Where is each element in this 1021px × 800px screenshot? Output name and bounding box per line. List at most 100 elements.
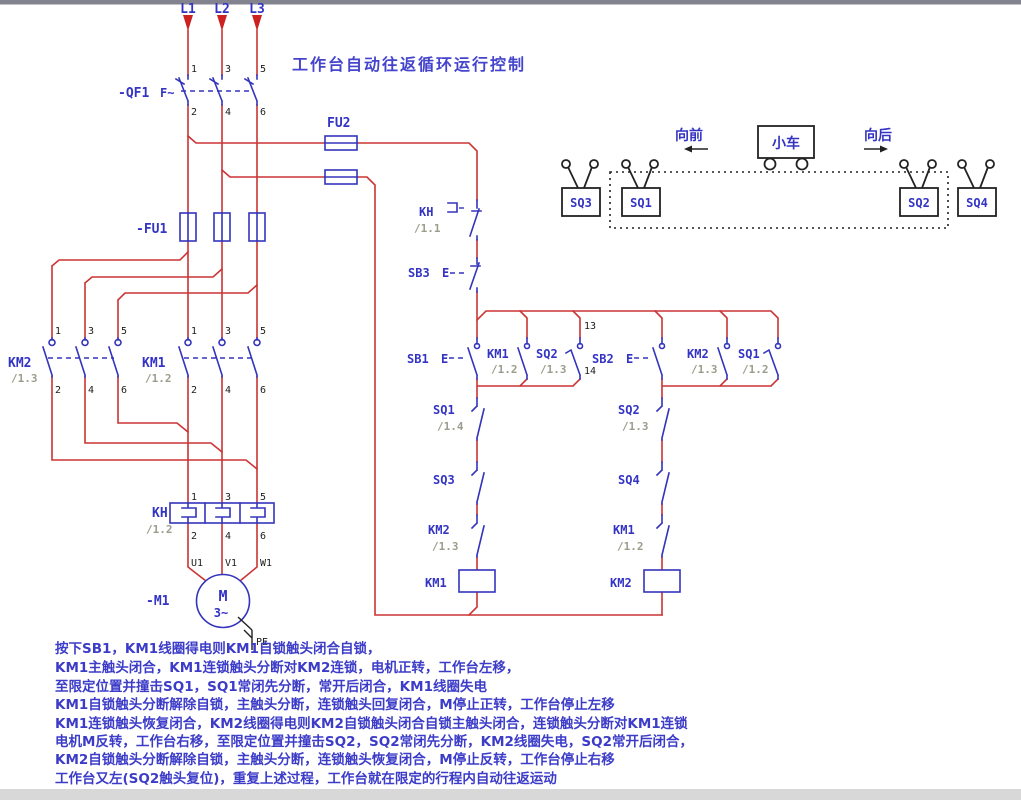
cart-label: 小车 bbox=[772, 135, 800, 152]
km2-aux-ref: /1.3 bbox=[691, 363, 718, 376]
terminal-number: 2 bbox=[55, 385, 61, 396]
limit-switch-sq3: SQ3 bbox=[561, 159, 601, 217]
description-line: 工作台又左(SQ2触头复位)，重复上述过程，工作台就在限定的行程内自动往返运动 bbox=[55, 770, 557, 787]
sq1-nc-ref: /1.4 bbox=[437, 420, 464, 433]
km1-interlock-contact: KM1 /1.2 bbox=[613, 514, 670, 558]
kh-main-ref: /1.2 bbox=[146, 523, 173, 536]
motor-tag: -M1 bbox=[146, 594, 170, 609]
fu1-fuses: -FU1 bbox=[136, 212, 266, 242]
sb1-start-button: SB1 E bbox=[407, 337, 481, 380]
terminal-number: 5 bbox=[260, 326, 266, 337]
qf1-breaker: -QF1 F~ 1 3 5 2 4 6 bbox=[118, 64, 266, 118]
sb2-start-button: SB2 E bbox=[592, 337, 666, 380]
sq1-aux-ref: /1.2 bbox=[742, 363, 769, 376]
terminal-number: 5 bbox=[260, 64, 266, 75]
terminal-number: 3 bbox=[225, 326, 231, 337]
sq2-no-contact: SQ2 /1.3 13 14 bbox=[536, 321, 596, 380]
sq1-aux-label: SQ1 bbox=[738, 347, 760, 361]
terminal-number: 5 bbox=[121, 326, 127, 337]
motor-terminal-w1: W1 bbox=[260, 558, 272, 569]
terminal-number: 3 bbox=[225, 64, 231, 75]
sb3-label: SB3 bbox=[408, 266, 430, 280]
phase-l3-arrow-icon bbox=[252, 15, 262, 31]
backward-label: 向后 bbox=[864, 127, 892, 144]
sq4-nc-contact: SQ4 bbox=[618, 461, 670, 505]
description-line: 电机M反转，工作台右移，至限定位置并撞击SQ2，SQ2常闭先分断，KM2线圈失电… bbox=[55, 733, 693, 750]
km2-main-label: KM2 bbox=[8, 356, 31, 371]
terminal-number: 6 bbox=[260, 531, 266, 542]
fu2-label: FU2 bbox=[327, 116, 350, 131]
description-line: KM2自锁触头分断解除自锁，主触头分断，连锁触头恢复闭合，M停止反转，工作台停止… bbox=[55, 751, 615, 768]
backward-arrow-icon bbox=[880, 145, 888, 153]
phase-l2-arrow-icon bbox=[217, 15, 227, 31]
km2-selfhold-contact: KM2 /1.3 bbox=[687, 337, 731, 380]
description-line: 按下SB1，KM1线圈得电则KM1自锁触头闭合自锁， bbox=[55, 640, 380, 657]
sq3-box-label: SQ3 bbox=[570, 196, 592, 210]
km2-main-ref: /1.3 bbox=[11, 372, 38, 385]
motor-letter: M bbox=[218, 587, 227, 605]
phase-l3-label: L3 bbox=[249, 2, 265, 17]
sq1-nc-contact: SQ1 /1.4 bbox=[433, 397, 485, 441]
description-line: KM1自锁触头分断解除自锁，主触头分断，连锁触头回复闭合，M停止正转，工作台停止… bbox=[55, 696, 615, 713]
cart-travel-diagram: 小车 向前 向后 SQ3 SQ1 SQ2 bbox=[561, 125, 997, 229]
operation-description: 按下SB1，KM1线圈得电则KM1自锁触头闭合自锁， KM1主触头闭合，KM1连… bbox=[55, 640, 693, 787]
sb3-stop-button: SB3 E bbox=[408, 257, 481, 293]
km2-main-contacts: KM2 /1.3 1 3 5 2 4 6 bbox=[8, 250, 259, 471]
km2-nc-ref: /1.3 bbox=[432, 540, 459, 553]
phase-l2-label: L2 bbox=[214, 2, 230, 17]
km2-aux-label: KM2 bbox=[687, 347, 709, 361]
phase-l1-label: L1 bbox=[180, 2, 196, 17]
terminal-number: 3 bbox=[88, 326, 94, 337]
sq2-terminal-13: 13 bbox=[584, 321, 596, 332]
sq1-box-label: SQ1 bbox=[630, 196, 652, 210]
sq4-nc-label: SQ4 bbox=[618, 473, 640, 487]
qf1-handle-icon: F~ bbox=[160, 86, 174, 100]
limit-switch-sq4: SQ4 bbox=[957, 159, 997, 217]
kh-overload-block: KH /1.2 1 3 5 2 4 6 bbox=[146, 492, 275, 542]
limit-switch-sq1: SQ1 bbox=[621, 159, 661, 217]
km1-main-label: KM1 bbox=[142, 356, 166, 371]
terminal-number: 2 bbox=[191, 385, 197, 396]
km1-main-ref: /1.2 bbox=[145, 372, 172, 385]
motor-terminal-u1: U1 bbox=[191, 558, 203, 569]
sb2-label: SB2 bbox=[592, 352, 614, 366]
sq2-terminal-14: 14 bbox=[584, 366, 596, 377]
cart-wheel bbox=[795, 157, 809, 171]
control-kh-label: KH bbox=[419, 205, 433, 219]
sq2-nc-label: SQ2 bbox=[618, 403, 640, 417]
limit-switch-sq2: SQ2 bbox=[899, 159, 939, 217]
km1-selfhold-contact: KM1 /1.2 bbox=[487, 337, 531, 380]
km1-aux-ref: /1.2 bbox=[491, 363, 518, 376]
control-kh-nc-contact: KH /1.1 bbox=[414, 199, 482, 241]
km1-nc-label: KM1 bbox=[613, 523, 635, 537]
km1-main-contacts: KM1 /1.2 1 3 5 2 4 6 bbox=[142, 326, 266, 396]
forward-arrow-icon bbox=[684, 145, 692, 153]
top-window-edge bbox=[0, 0, 1021, 5]
terminal-number: 1 bbox=[191, 492, 197, 503]
sb3-actuator: E bbox=[442, 266, 449, 280]
km1-coil-label: KM1 bbox=[425, 576, 447, 590]
motor-phase-count: 3~ bbox=[214, 606, 228, 620]
sb1-actuator: E bbox=[441, 352, 448, 366]
kh-main-label: KH bbox=[152, 506, 168, 521]
bottom-window-edge bbox=[0, 789, 1021, 800]
forward-label: 向前 bbox=[675, 127, 703, 144]
terminal-number: 1 bbox=[55, 326, 61, 337]
terminal-number: 1 bbox=[191, 64, 197, 75]
sq1-no-contact: SQ1 /1.2 bbox=[738, 337, 782, 380]
motor-symbol: U1 V1 W1 M 3~ -M1 PE bbox=[146, 558, 272, 650]
sb1-label: SB1 bbox=[407, 352, 429, 366]
km1-aux-label: KM1 bbox=[487, 347, 509, 361]
description-line: 至限定位置并撞击SQ1，SQ1常闭先分断，常开后闭合，KM1线圈失电 bbox=[55, 678, 487, 695]
control-circuit-wires bbox=[467, 239, 780, 617]
sq2-box-label: SQ2 bbox=[908, 196, 930, 210]
terminal-number: 6 bbox=[260, 385, 266, 396]
page-title: 工作台自动往返循环运行控制 bbox=[292, 55, 526, 74]
terminal-number: 4 bbox=[225, 531, 231, 542]
terminal-number: 3 bbox=[225, 492, 231, 503]
sb2-actuator: E bbox=[626, 352, 633, 366]
sq3-nc-label: SQ3 bbox=[433, 473, 455, 487]
motor-terminal-v1: V1 bbox=[225, 558, 237, 569]
sq4-box-label: SQ4 bbox=[966, 196, 988, 210]
